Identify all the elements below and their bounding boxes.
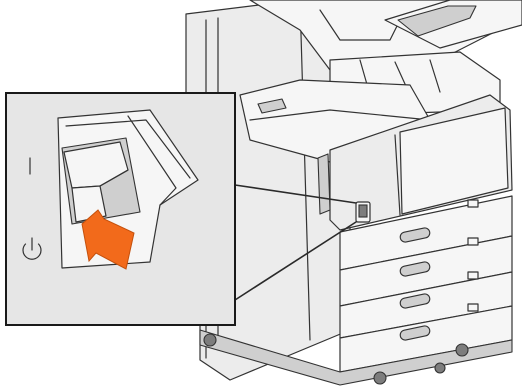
caster-left	[204, 334, 216, 346]
drawer-indicator-2	[468, 238, 478, 245]
drawer-indicator-4	[468, 304, 478, 311]
caster-middle	[374, 372, 386, 384]
drawer-indicator-3	[468, 272, 478, 279]
side-latch	[318, 154, 330, 214]
caster-front	[435, 363, 445, 373]
caster-right	[456, 344, 468, 356]
drawer-indicator-1	[468, 200, 478, 207]
inset-zoom	[6, 93, 235, 325]
machine-power-switch-rocker	[359, 205, 367, 217]
copier-illustration	[186, 0, 522, 385]
